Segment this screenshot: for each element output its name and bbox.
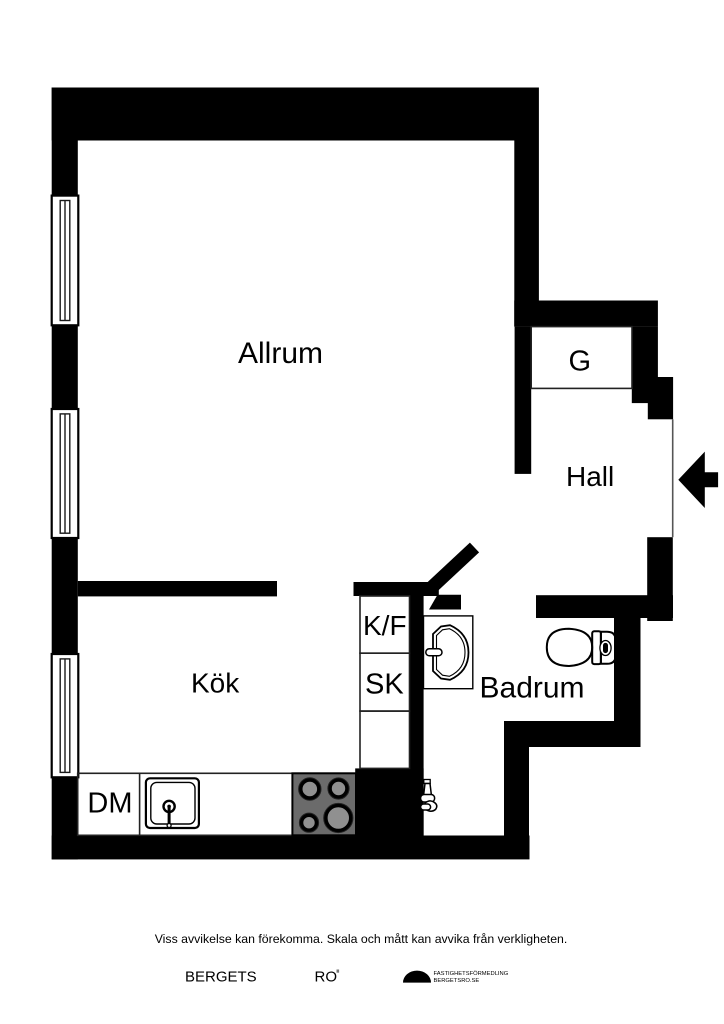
svg-text:Viss avvikelse kan förekomma.: Viss avvikelse kan förekomma. Skala och …: [155, 932, 568, 946]
svg-text:G: G: [569, 346, 592, 378]
svg-text:BERGETS: BERGETS: [185, 969, 257, 986]
svg-text:Allrum: Allrum: [238, 337, 323, 370]
svg-text:RO: RO: [315, 969, 338, 986]
svg-text:FASTIGHETSFÖRMEDLING: FASTIGHETSFÖRMEDLING: [434, 970, 509, 977]
svg-text:SK: SK: [365, 668, 404, 700]
svg-text:Badrum: Badrum: [480, 671, 585, 704]
svg-text:BERGETSRO.SE: BERGETSRO.SE: [434, 978, 480, 984]
svg-text:K/F: K/F: [363, 610, 407, 641]
svg-text:Hall: Hall: [566, 461, 614, 492]
svg-text:Kök: Kök: [191, 667, 240, 698]
svg-text:DM: DM: [87, 788, 132, 820]
